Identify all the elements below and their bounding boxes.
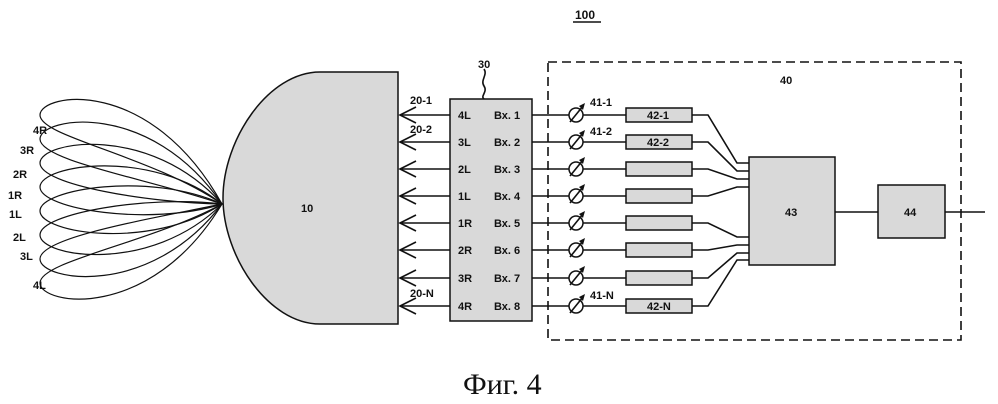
switch-input-label: Вх. 4	[494, 191, 521, 203]
attenuator-label-first: 41-1	[590, 97, 612, 109]
figure-caption: Фиг. 4	[463, 368, 542, 401]
switch-input-label: Вх. 1	[494, 110, 520, 122]
switch-input-label: Вх. 2	[494, 137, 520, 149]
switch-left-label: 4R	[458, 301, 472, 313]
beam-label: 2R	[13, 169, 27, 181]
channel-label: 42-N	[647, 301, 671, 313]
channel-block	[626, 216, 692, 230]
channel-block	[626, 189, 692, 203]
port-label-last: 20-N	[410, 288, 434, 300]
combiner-label: 43	[785, 207, 797, 219]
attenuator-label-second: 41-2	[590, 126, 612, 138]
beam-lobe	[40, 166, 222, 215]
channel-label: 42-1	[647, 110, 669, 122]
beam-label: 3R	[20, 145, 34, 157]
channel-output-line	[692, 245, 749, 250]
beam-label: 4R	[33, 125, 47, 137]
beam-label: 4L	[33, 280, 46, 292]
channel-output-line	[692, 187, 749, 196]
channel-output-line	[692, 142, 749, 171]
switch-left-label: 4L	[458, 110, 471, 122]
channel-label: 42-2	[647, 137, 669, 149]
port-label-first: 20-1	[410, 95, 432, 107]
beam-labels: 4R 3R 2R 1R 1L 2L 3L 4L	[8, 125, 47, 292]
channel-block	[626, 162, 692, 176]
switch-left-label: 2R	[458, 245, 472, 257]
switch-left-label: 1L	[458, 191, 471, 203]
receiver-channels: 42-1 42-2 42-N	[532, 103, 749, 313]
switch-input-label: Вх. 3	[494, 164, 520, 176]
antenna-lens	[223, 72, 398, 324]
beam-label: 3L	[20, 251, 33, 263]
channel-block	[626, 271, 692, 285]
beam-lobe	[40, 99, 222, 204]
switch-block	[450, 99, 532, 321]
output-label: 44	[904, 207, 917, 219]
attenuator-label-last: 41-N	[590, 290, 614, 302]
receiver-label: 40	[780, 75, 792, 87]
switch-left-label: 3R	[458, 273, 472, 285]
channel-output-line	[692, 223, 749, 237]
switch-input-label: Вх. 6	[494, 245, 520, 257]
beam-label: 1L	[9, 209, 22, 221]
beam-lobes	[40, 99, 222, 299]
switch-left-label: 1R	[458, 218, 472, 230]
switch-left-label: 3L	[458, 137, 471, 149]
feed-elements	[400, 107, 450, 314]
channel-output-line	[692, 253, 749, 278]
switch-input-label: Вх. 5	[494, 218, 520, 230]
switch-leader-line	[483, 69, 485, 99]
channel-block	[626, 243, 692, 257]
switch-input-label: Вх. 7	[494, 273, 520, 285]
channel-output-line	[692, 115, 749, 163]
beam-label: 1R	[8, 190, 22, 202]
switch-label: 30	[478, 59, 490, 71]
port-label-second: 20-2	[410, 124, 432, 136]
switch-input-label: Вх. 8	[494, 301, 520, 313]
switch-left-label: 2L	[458, 164, 471, 176]
figure-ref-label: 100	[575, 8, 595, 22]
antenna-label: 10	[301, 203, 313, 215]
beam-label: 2L	[13, 232, 26, 244]
